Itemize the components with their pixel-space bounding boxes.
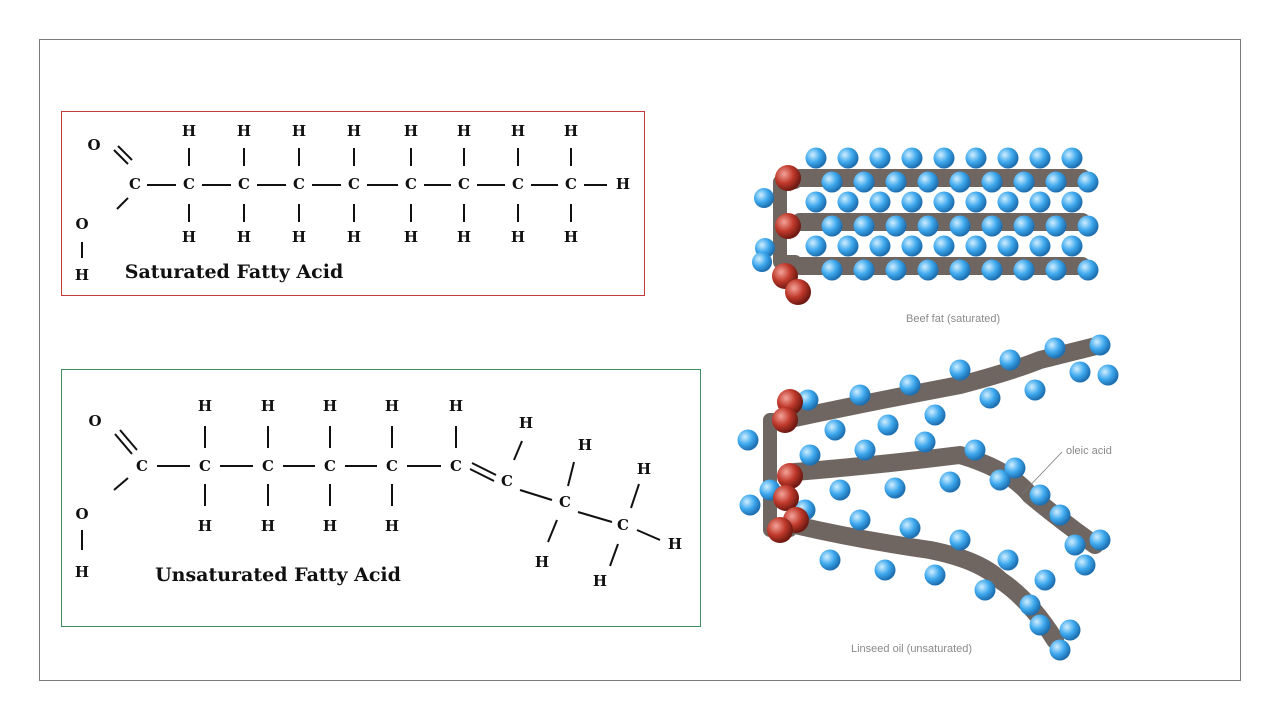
double-bond [113,149,129,165]
bond-line [547,519,558,543]
double-bond [114,433,133,455]
oxygen-atom: O [75,215,88,233]
double-bond [469,468,495,482]
hydrogen-atom: H [261,517,275,535]
hydrogen-atom: H [75,563,89,581]
carbon-atom: C [617,516,629,534]
hydrogen-atom: H [637,460,651,478]
beef-fat-caption: Beef fat (saturated) [906,313,1001,325]
hydrogen-atom: H [292,122,306,140]
carbon-atom: C [324,457,336,475]
carbon-atom: C [501,472,513,490]
hydrogen-atom: H [457,122,471,140]
bond-line [116,197,129,210]
oxygen-atom: O [87,136,100,154]
hydrogen-atom: H [198,517,212,535]
bond-line [577,511,613,523]
carbon-atom: C [199,457,211,475]
hydrogen-atom: H [75,266,89,284]
double-bond [119,429,138,451]
carbon-atom: C [405,175,417,193]
unsaturated-structure-diagram: O C O H C H H C H H C H H C H H C H C H C H H C H H H Unsaturated F… [75,397,682,590]
carbon-atom: C [512,175,524,193]
saturated-title: Saturated Fatty Acid [125,261,344,283]
unsaturated-title: Unsaturated Fatty Acid [155,564,401,586]
hydrogen-atom: H [385,517,399,535]
hydrogen-atom: H [511,228,525,246]
bond-line [630,483,640,509]
hydrogen-atom: H [668,535,682,553]
hydrogen-atom: H [182,122,196,140]
unsaturated-fatty-acid-panel: O C O H C H H C H H C H H C H H C H C H C H H C H H H Unsaturated F… [61,369,701,627]
bond-line [519,489,553,501]
hydrogen-atom: H [182,228,196,246]
carbon-atom: C [293,175,305,193]
carbon-atom: C [262,457,274,475]
double-bond [117,145,133,161]
linseed-oil-caption: Linseed oil (unsaturated) [851,643,973,655]
hydrogen-atom: H [404,122,418,140]
hydrogen-atom: H [404,228,418,246]
hydrogen-atom: H [593,572,607,590]
hydrogen-atom: H [449,397,463,415]
carbon-atom: C [565,175,577,193]
carbon-atom: C [238,175,250,193]
bond-line [513,440,523,461]
carbon-atom: C [348,175,360,193]
hydrogen-atom: H [347,228,361,246]
hydrogen-atom: H [292,228,306,246]
bond-line [609,543,619,567]
oxygen-atom: O [88,412,101,430]
hydrogen-atom: H [519,414,533,432]
hydrogen-atom: H [511,122,525,140]
hydrogen-atom: H [198,397,212,415]
hydrogen-atom: H [616,175,630,193]
hydrogen-atom: H [457,228,471,246]
carbon-atom: C [136,457,148,475]
carbon-atom: C [129,175,141,193]
bond-line [113,477,129,491]
carbon-atom: C [183,175,195,193]
carbon-atom: C [450,457,462,475]
hydrogen-atom: H [261,397,275,415]
carbon-atom: C [559,493,571,511]
bond-line [636,529,661,541]
oleic-acid-label: oleic acid [1066,445,1112,457]
hydrogen-atom: H [578,436,592,454]
bond-line [567,461,575,487]
hydrogen-atom: H [564,228,578,246]
hydrogen-atom: H [385,397,399,415]
hydrogen-atom: H [237,228,251,246]
hydrogen-atom: H [323,517,337,535]
hydrogen-atom: H [323,397,337,415]
carbon-atom: C [458,175,470,193]
double-bond [471,462,497,476]
hydrogen-atom: H [564,122,578,140]
hydrogen-atom: H [535,553,549,571]
hydrogen-atom: H [347,122,361,140]
oxygen-atom: O [75,505,88,523]
hydrogen-atom: H [237,122,251,140]
carbon-atom: C [386,457,398,475]
